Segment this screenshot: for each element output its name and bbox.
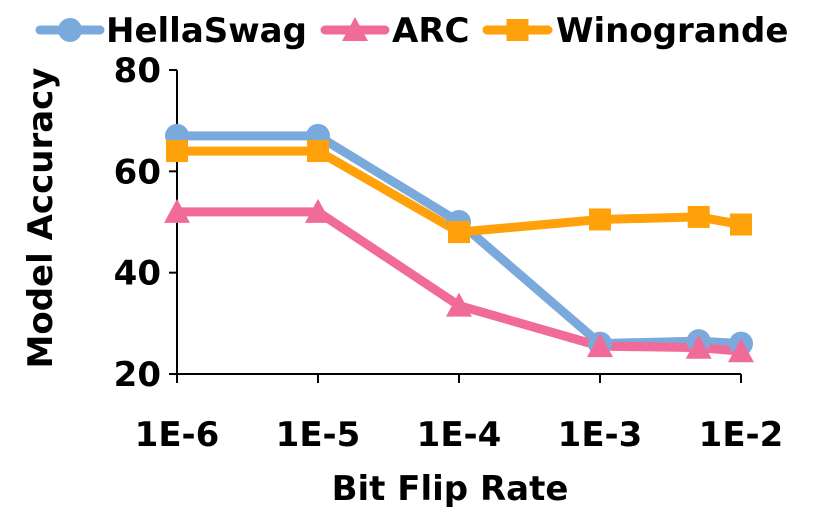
x-tick-label: 1E-4 [417,415,502,455]
y-axis-title: Model Accuracy [21,68,61,369]
legend-item-hellaswag: HellaSwag [35,11,307,51]
plot-area [164,70,754,375]
data-point-arc [728,338,754,363]
x-tick-label: 1E-6 [135,415,220,455]
y-tick-label: 20 [114,355,161,395]
legend-item-arc: ARC [320,11,469,51]
y-axis-ticks: 20 40 60 80 [114,51,177,395]
legend: HellaSwag ARC Winogrande [35,11,788,51]
legend-swatch-marker [506,19,529,41]
data-point-winogrande [166,140,188,163]
x-tick-label: 1E-2 [699,415,784,455]
y-tick-label: 80 [114,51,161,91]
data-point-winogrande [589,208,611,231]
data-point-winogrande [687,205,710,228]
data-point-arc [164,198,190,223]
x-axis-title: Bit Flip Rate [332,469,569,509]
legend-label: HellaSwag [106,11,307,51]
data-point-arc [685,334,712,359]
legend-label: Winogrande [556,11,788,51]
data-point-arc [587,333,613,358]
y-tick-label: 60 [114,152,161,192]
data-point-arc [446,292,472,317]
legend-swatch-marker [58,18,82,42]
x-tick-label: 1E-3 [558,415,643,455]
y-tick-label: 40 [114,254,161,294]
data-point-winogrande [307,140,329,163]
legend-item-winogrande: Winogrande [482,11,788,51]
data-point-winogrande [730,213,752,236]
legend-label: ARC [392,11,469,51]
legend-swatch-marker [342,17,368,42]
x-tick-label: 1E-5 [276,415,361,455]
data-point-arc [305,198,331,223]
x-axis-ticks: 1E-6 1E-5 1E-4 1E-3 1E-2 [135,374,784,455]
data-point-winogrande [448,221,470,244]
